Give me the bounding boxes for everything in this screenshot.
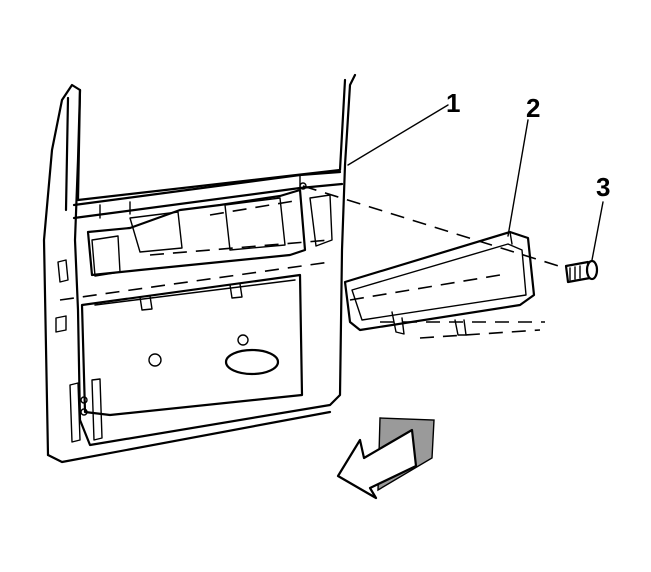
callout-1: 1 bbox=[446, 88, 460, 118]
door-shell bbox=[42, 73, 357, 464]
direction-arrow-icon bbox=[336, 417, 435, 500]
screw bbox=[564, 259, 599, 284]
callout-3: 3 bbox=[596, 172, 610, 202]
leader-line-2 bbox=[507, 119, 529, 237]
callout-2: 2 bbox=[526, 93, 540, 123]
leader-line-1 bbox=[347, 104, 449, 166]
leader-line-3 bbox=[591, 201, 604, 261]
trim-panel bbox=[343, 230, 545, 339]
